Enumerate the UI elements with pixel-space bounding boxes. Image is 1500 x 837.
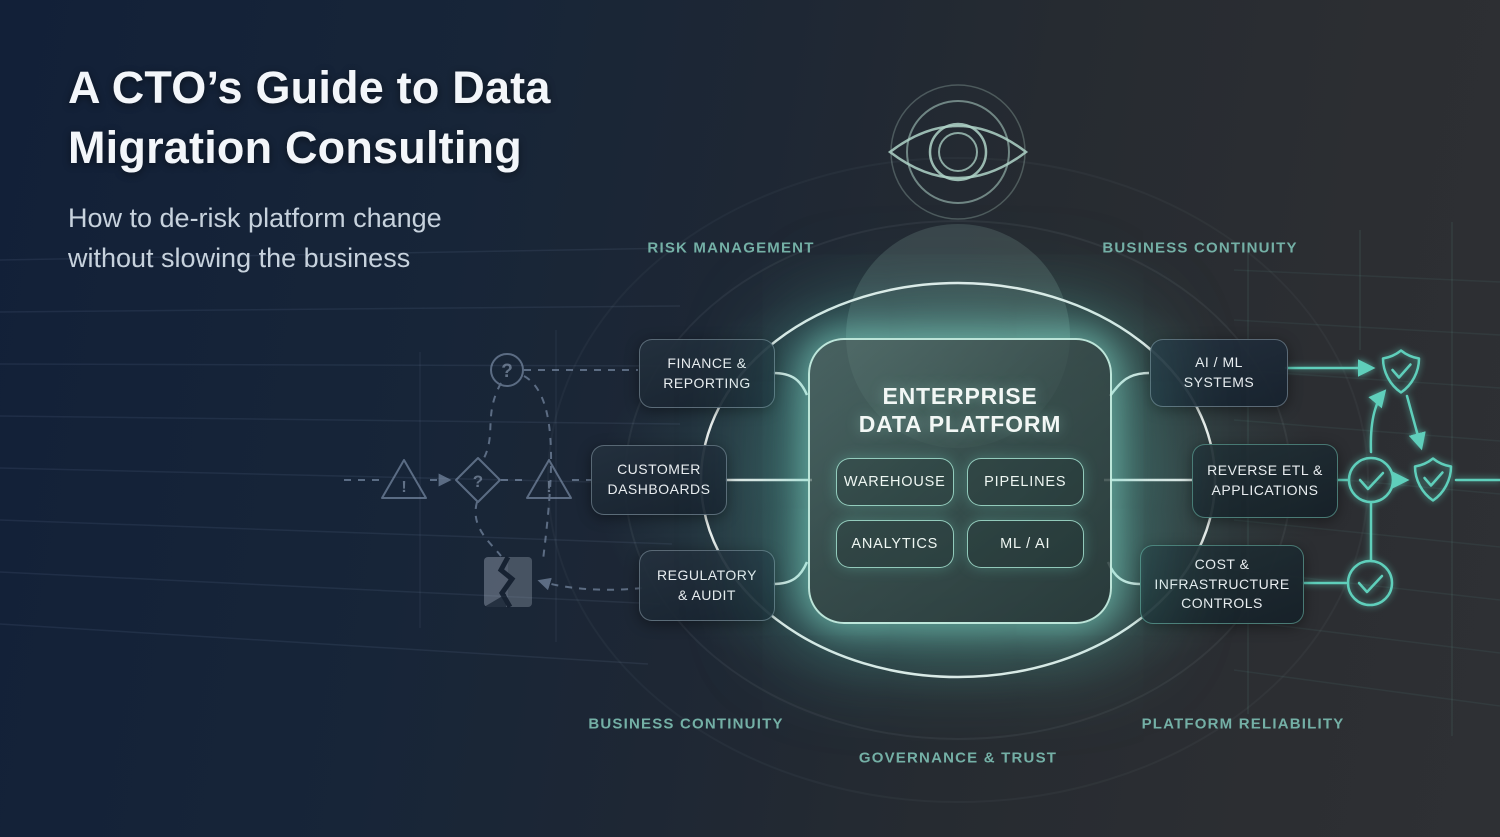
module-pipelines: PIPELINES <box>966 458 1084 506</box>
trust-flow <box>1284 349 1500 607</box>
node-label: REGULATORY & AUDIT <box>657 566 757 603</box>
node-cost-infrastructure-controls: COST & INFRASTRUCTURE CONTROLS <box>1140 545 1304 624</box>
platform-title: ENTERPRISE DATA PLATFORM <box>858 383 1062 438</box>
connector-lines <box>725 371 1192 586</box>
node-label: AI / ML SYSTEMS <box>1183 354 1255 390</box>
alert-triangle-icon <box>381 459 427 499</box>
node-label: COST & INFRASTRUCTURE CONTROLS <box>1154 556 1290 612</box>
question-circle-icon <box>490 353 524 387</box>
label-business-continuity-top: BUSINESS CONTINUITY <box>1102 239 1298 257</box>
platform-card: ENTERPRISE DATA PLATFORM WAREHOUSE PIPEL… <box>808 338 1112 624</box>
alert-glyph: ! <box>401 479 406 496</box>
node-regulatory-audit: REGULATORY & AUDIT <box>639 550 775 621</box>
page-subtitle: How to de-risk platform change without s… <box>68 202 442 274</box>
header: A CTO’s Guide to Data Migration Consulti… <box>68 58 551 279</box>
label-governance-trust: GOVERNANCE & TRUST <box>858 749 1058 767</box>
node-reverse-etl-applications: REVERSE ETL & APPLICATIONS <box>1192 444 1338 518</box>
question-glyph: ? <box>473 472 483 491</box>
eye-icon <box>887 84 1029 220</box>
alert-glyph: ! <box>546 479 551 496</box>
node-finance-reporting: FINANCE & REPORTING <box>639 339 775 408</box>
label-risk-management: RISK MANAGEMENT <box>647 239 815 257</box>
circle-check-icon <box>1346 559 1394 607</box>
node-label: CUSTOMER DASHBOARDS <box>607 461 711 497</box>
broken-data-icon <box>484 555 532 609</box>
platform-modules: WAREHOUSE PIPELINES ANALYTICS ML / AI <box>836 458 1084 568</box>
page-title: A CTO’s Guide to Data Migration Consulti… <box>68 62 551 173</box>
circle-check-icon <box>1347 456 1395 504</box>
node-ai-ml-systems: AI / ML SYSTEMS <box>1150 339 1288 407</box>
module-ml-ai: ML / AI <box>966 520 1084 568</box>
module-warehouse: WAREHOUSE <box>836 458 954 506</box>
node-customer-dashboards: CUSTOMER DASHBOARDS <box>591 445 727 515</box>
module-analytics: ANALYTICS <box>836 520 954 568</box>
label-business-continuity-bottom: BUSINESS CONTINUITY <box>588 715 784 733</box>
question-diamond-icon <box>455 457 501 503</box>
label-platform-reliability: PLATFORM RELIABILITY <box>1141 715 1345 733</box>
node-label: REVERSE ETL & APPLICATIONS <box>1207 462 1323 498</box>
alert-triangle-icon <box>526 459 572 499</box>
shield-check-icon <box>1413 457 1453 502</box>
node-label: FINANCE & REPORTING <box>663 354 751 391</box>
shield-check-icon <box>1381 349 1421 394</box>
question-glyph: ? <box>501 361 513 382</box>
ghost-risk-flow: ? ? ! ! <box>344 353 643 609</box>
